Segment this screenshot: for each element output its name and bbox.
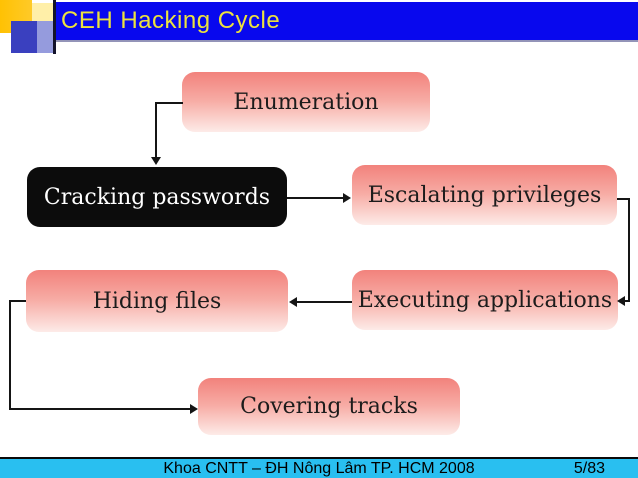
connector-crack-escal-h bbox=[287, 197, 343, 199]
node-covering-tracks: Covering tracks bbox=[198, 378, 460, 435]
node-enumeration: Enumeration bbox=[182, 72, 430, 132]
arrowhead-right-icon bbox=[190, 404, 198, 414]
title-bar: CEH Hacking Cycle bbox=[56, 2, 638, 42]
arrowhead-right-icon bbox=[343, 193, 351, 203]
footer-text: Khoa CNTT – ĐH Nông Lâm TP. HCM 2008 bbox=[163, 459, 475, 477]
connector-enum-crack-h bbox=[155, 102, 183, 104]
connector-escal-exec-h1 bbox=[617, 198, 630, 200]
connector-enum-crack-v bbox=[155, 102, 157, 158]
connector-hide-cover-v bbox=[9, 300, 11, 410]
footer-bar: Khoa CNTT – ĐH Nông Lâm TP. HCM 2008 5/8… bbox=[0, 457, 638, 478]
node-cracking-passwords-label: Cracking passwords bbox=[43, 184, 271, 210]
node-executing-applications-label: Executing applications bbox=[357, 287, 613, 313]
connector-escal-exec-h2 bbox=[625, 300, 630, 302]
node-hiding-files-label: Hiding files bbox=[92, 288, 222, 314]
connector-escal-exec-v bbox=[628, 198, 630, 302]
corner-divider-line bbox=[53, 0, 56, 54]
arrowhead-left-icon bbox=[289, 297, 297, 307]
node-enumeration-label: Enumeration bbox=[233, 89, 379, 115]
connector-hide-cover-h2 bbox=[9, 408, 190, 410]
slide-title: CEH Hacking Cycle bbox=[61, 7, 281, 34]
node-cracking-passwords: Cracking passwords bbox=[27, 167, 287, 227]
node-executing-applications: Executing applications bbox=[352, 270, 618, 330]
node-escalating-privileges-label: Escalating privileges bbox=[367, 182, 602, 208]
corner-square-blue bbox=[11, 21, 53, 53]
connector-exec-hide-h bbox=[297, 301, 352, 303]
slide-page-number: 5/83 bbox=[573, 459, 605, 477]
arrowhead-left-icon bbox=[617, 296, 625, 306]
node-covering-tracks-label: Covering tracks bbox=[240, 394, 418, 419]
connector-hide-cover-h1 bbox=[9, 300, 26, 302]
node-hiding-files: Hiding files bbox=[26, 270, 288, 332]
node-escalating-privileges: Escalating privileges bbox=[352, 165, 617, 225]
arrowhead-down-icon bbox=[151, 157, 161, 165]
